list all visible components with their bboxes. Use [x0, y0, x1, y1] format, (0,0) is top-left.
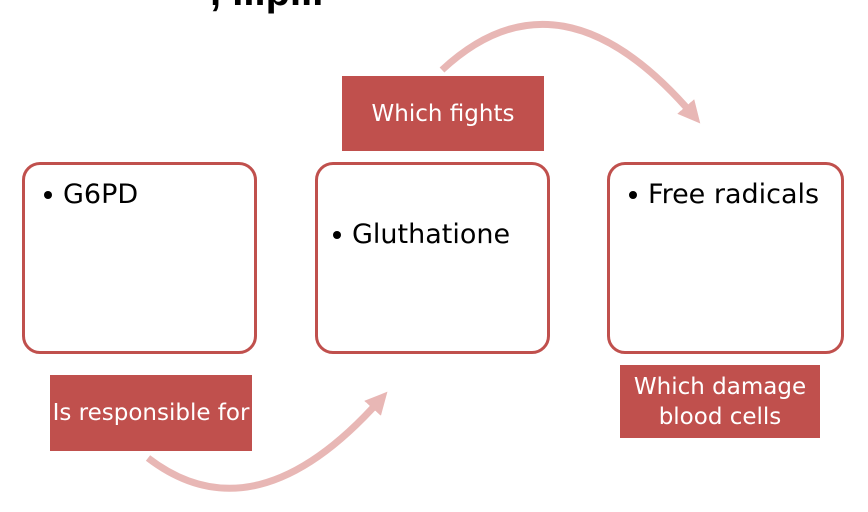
bullet-icon — [44, 191, 52, 199]
connector-which-damage-blood-cells: Which damage blood cells — [620, 365, 820, 438]
cropped-title: , ...p... — [210, 0, 630, 14]
node-free-radicals-text: Free radicals — [648, 179, 820, 210]
connector-is-responsible-for-text: Is responsible for — [52, 400, 250, 426]
node-g6pd-item: G6PD — [35, 177, 244, 213]
bottom-curved-arrow — [145, 391, 388, 492]
bullet-icon — [333, 231, 341, 239]
connector-which-damage-blood-cells-text: Which damage blood cells — [633, 373, 807, 430]
node-gluthatione-item: Gluthatione — [324, 217, 543, 253]
connector-which-fights-text: Which fights — [371, 100, 515, 127]
node-free-radicals: Free radicals — [607, 162, 844, 354]
connector-is-responsible-for: Is responsible for — [50, 375, 252, 451]
node-gluthatione-text: Gluthatione — [352, 219, 511, 250]
top-curved-arrow — [439, 20, 701, 124]
node-g6pd: G6PD — [22, 162, 257, 354]
bullet-icon — [629, 191, 637, 199]
node-gluthatione: Gluthatione — [315, 162, 550, 354]
node-g6pd-text: G6PD — [63, 179, 139, 210]
connector-which-fights: Which fights — [342, 76, 544, 151]
node-free-radicals-item: Free radicals — [620, 177, 831, 213]
